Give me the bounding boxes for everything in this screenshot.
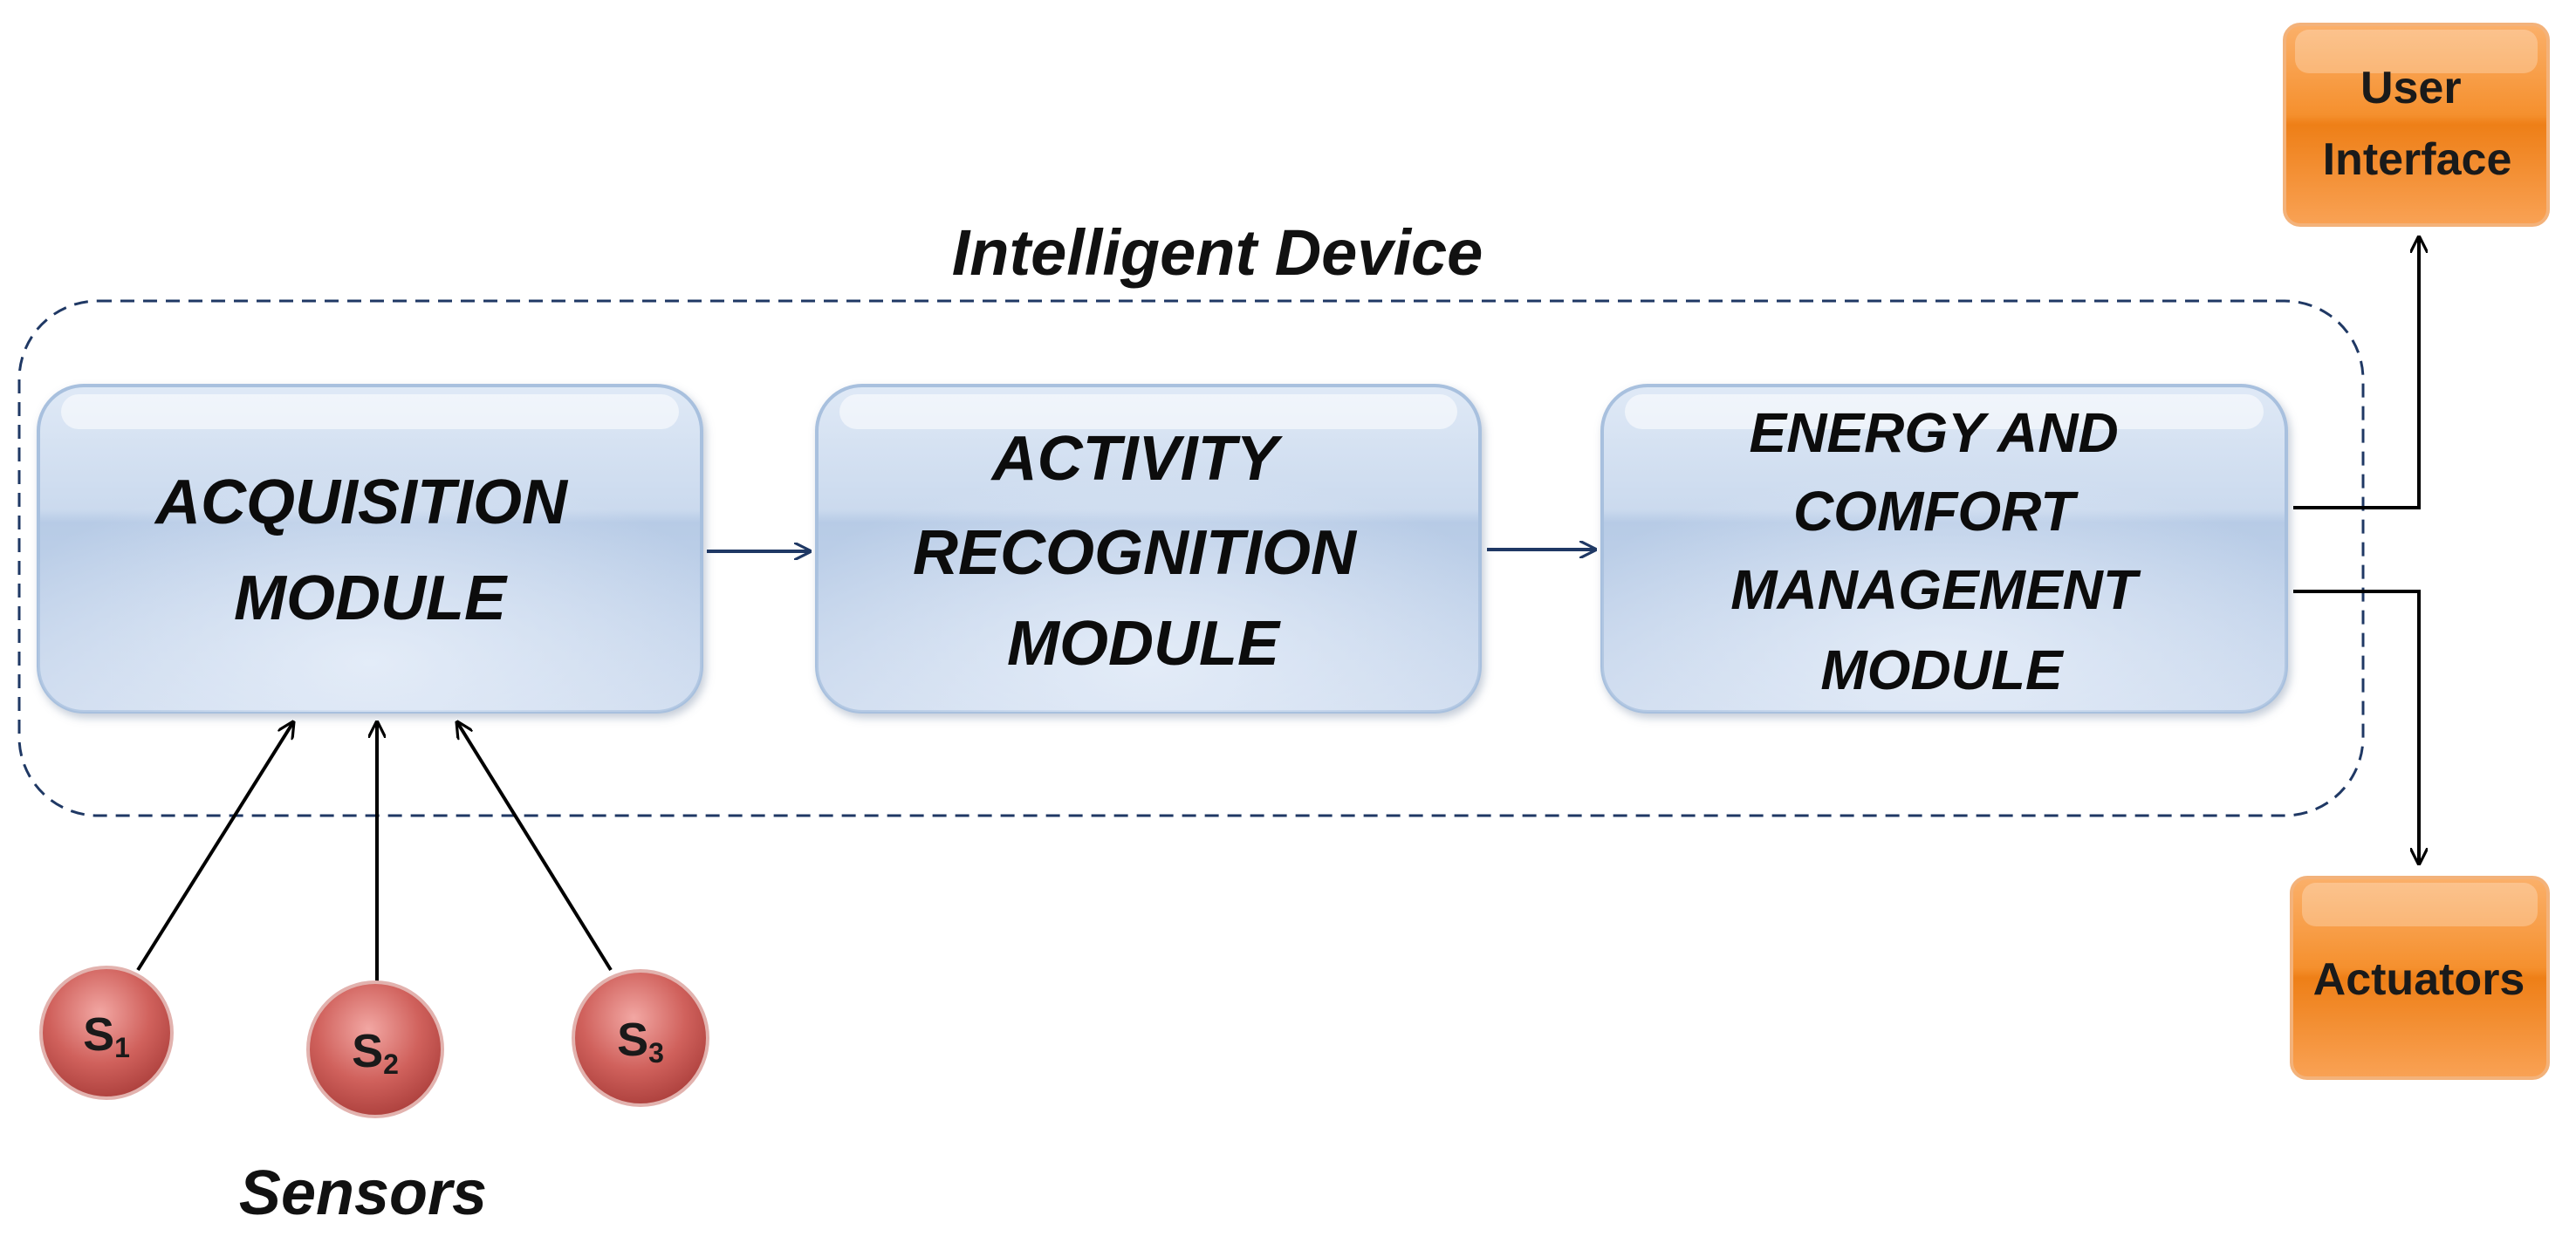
activity-recognition-module-label: ACTIVITY RECOGNITION MODULE [913,424,1374,679]
sensor-s2-label: S2 [352,1025,399,1080]
arrow-energy-to-actuators [2293,590,2419,864]
arrow-s3-to-acquisition [457,722,613,972]
intelligent-device-container [17,299,2365,817]
user-interface-label: User Interface [2323,63,2512,185]
actuators-label: Actuators [2313,954,2525,1005]
actuators-box [2290,876,2550,1080]
sensor-s3-label: S3 [617,1014,664,1069]
energy-comfort-management-module-label: ENERGY AND COMFORT MANAGEMENT MODULE [1730,401,2153,701]
sensor-s3 [572,969,709,1107]
sensor-s1 [39,966,174,1100]
acquisition-module [37,384,703,714]
sensors-caption: Sensors [239,1158,487,1228]
acquisition-module-label: ACQUISITION MODULE [154,468,585,633]
arrow-s1-to-acquisition [136,722,293,972]
user-interface-box [2283,23,2550,227]
arrow-energy-to-user-interface [2293,237,2419,509]
sensor-s2 [306,980,444,1118]
intelligent-device-title: Intelligent Device [952,216,1483,289]
sensor-s1-label: S1 [83,1008,130,1063]
energy-comfort-management-module [1600,384,2288,714]
activity-recognition-module [815,384,1482,714]
